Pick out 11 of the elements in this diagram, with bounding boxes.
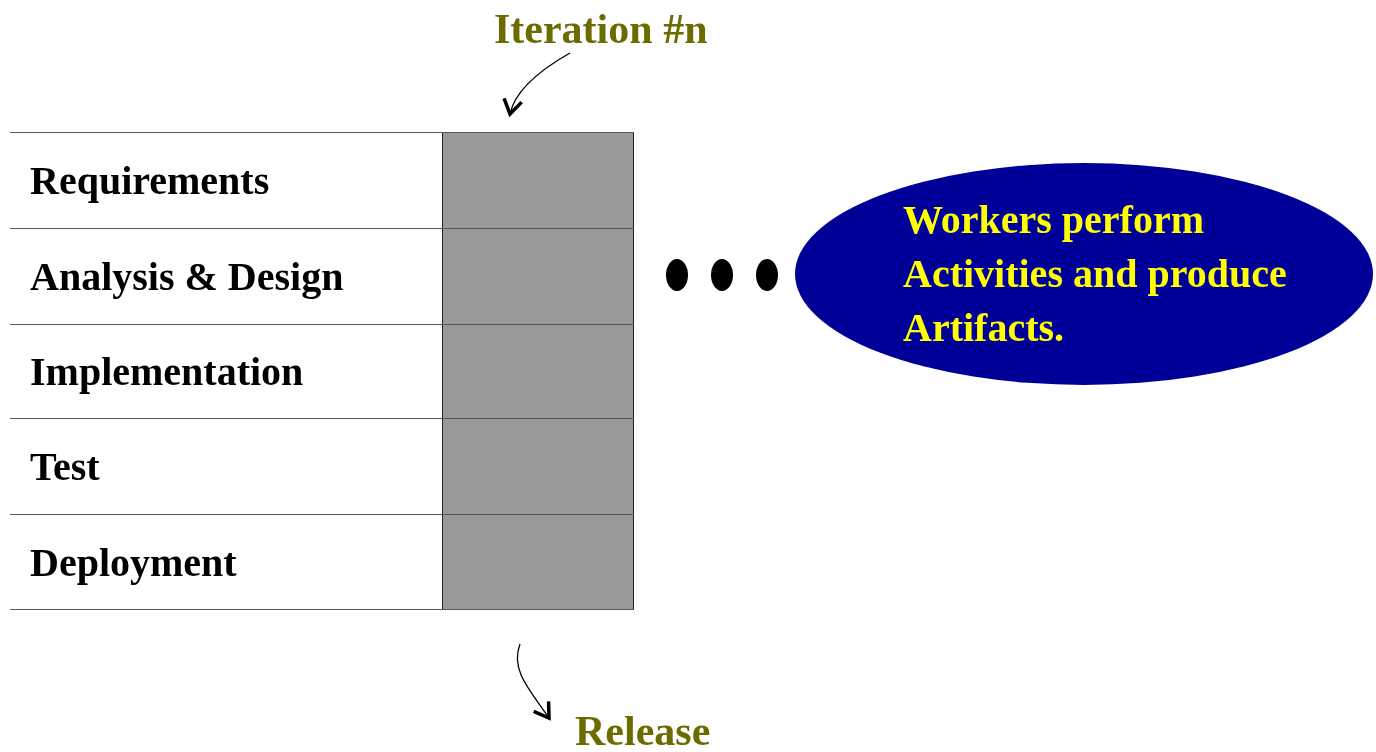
curved-arrow [516,643,551,720]
discipline-label: Test [29,443,100,490]
heading-label: Iteration #n [494,8,708,50]
discipline-label: Analysis & Design [29,253,344,300]
callout-text: Workers perform Activities and produce Artifacts. [902,196,1288,352]
iteration-column [442,132,634,610]
heading-label: Release [575,710,711,752]
discipline-label: Deployment [29,538,237,586]
discipline-label: Implementation [29,348,304,395]
discipline-label: Requirements [29,157,270,204]
curved-arrow [503,52,571,116]
